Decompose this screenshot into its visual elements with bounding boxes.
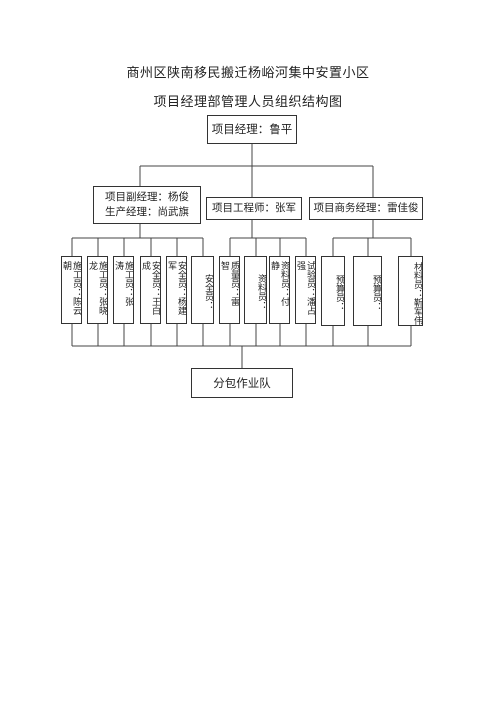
staff-budget-2: 预算员： (353, 256, 382, 326)
staff-safety-3: 安全员： (191, 256, 214, 324)
node-business-manager: 项目商务经理：雷佳俊 (309, 197, 423, 220)
staff-quality: 质量员：雷 智 (219, 256, 240, 324)
staff-records-1: 资料员： (244, 256, 267, 324)
deputy-manager-label: 项目副经理：杨俊 (105, 191, 189, 203)
staff-safety-1: 安全员：王白成 (140, 256, 161, 324)
staff-materials: 材料员：靳军伟 (398, 256, 423, 326)
node-project-engineer: 项目工程师：张军 (206, 197, 302, 220)
staff-builder-2: 施工员：张晓龙 (87, 256, 108, 324)
staff-budget-1: 预算员： (321, 256, 345, 326)
staff-tester: 试验员：潘占强 (295, 256, 316, 324)
staff-safety-2: 安全员：杨建军 (166, 256, 187, 324)
production-manager-label: 生产经理：尚武旗 (105, 206, 189, 218)
staff-builder-1: 施工员：陈云朝 (61, 256, 82, 324)
staff-records-2: 资料员：付 静 (269, 256, 290, 324)
chart-title-line2: 项目经理部管理人员组织结构图 (153, 95, 343, 110)
chart-title-line1: 商州区陕南移民搬迁杨峪河集中安置小区 (126, 66, 370, 81)
node-subcontract-team: 分包作业队 (191, 368, 293, 398)
staff-builder-3: 施工员：张 涛 (113, 256, 134, 324)
node-deputy-manager: 项目副经理：杨俊 生产经理：尚武旗 (93, 186, 201, 224)
node-project-manager: 项目经理：鲁平 (207, 115, 297, 144)
